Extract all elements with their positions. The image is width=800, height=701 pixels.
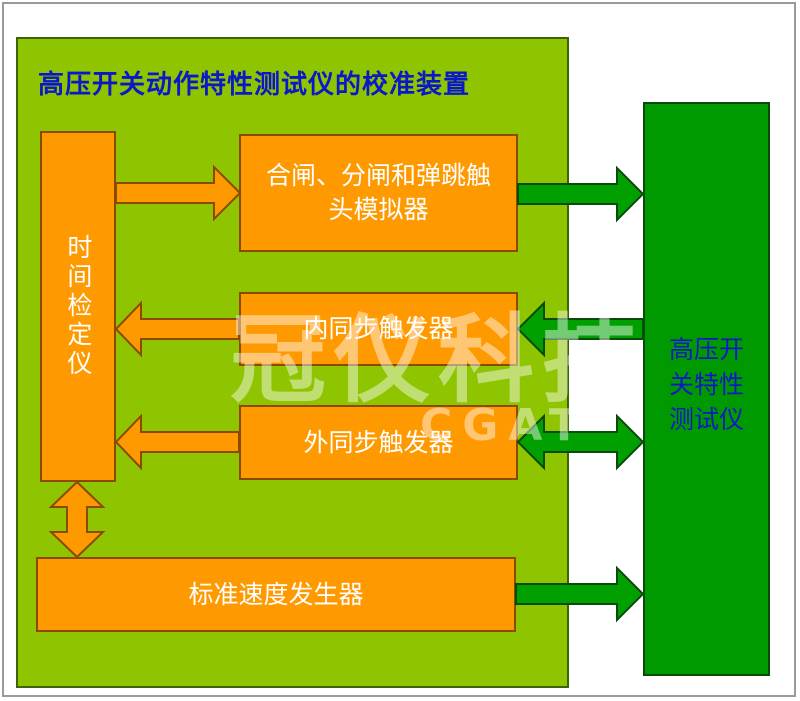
arrow-simulator-to-tester: [517, 165, 645, 223]
arrow-speed-generator-to-tester: [515, 565, 645, 623]
arrow-external-trigger-to-timer: [114, 413, 240, 471]
contact-simulator-label: 合闸、分闸和弹跳触头模拟器: [265, 161, 491, 224]
internal-trigger-block: 内同步触发器: [239, 292, 518, 366]
speed-generator-block: 标准速度发生器: [36, 557, 516, 632]
arrow-internal-trigger-to-timer: [114, 300, 240, 358]
external-trigger-label: 外同步触发器: [303, 427, 454, 457]
arrow-timer-speed-generator: [48, 480, 106, 559]
timer-block: 时间检定仪: [40, 131, 116, 482]
tester-label-line: 测试仪: [668, 405, 744, 434]
arrow-external-trigger-tester: [516, 413, 645, 471]
tester-block: [643, 102, 770, 676]
external-trigger-block: 外同步触发器: [239, 405, 518, 480]
diagram-title: 高压开关动作特性测试仪的校准装置: [38, 70, 471, 100]
tester-label: 高压开关特性测试仪: [643, 332, 770, 437]
speed-generator-label: 标准速度发生器: [188, 579, 364, 609]
internal-trigger-label: 内同步触发器: [303, 314, 454, 344]
arrow-timer-to-simulator: [115, 164, 242, 222]
arrow-tester-to-internal-trigger: [516, 300, 644, 358]
tester-label-line: 高压开: [668, 335, 744, 364]
timer-label: 时间检定仪: [63, 234, 93, 379]
tester-label-line: 关特性: [668, 370, 744, 399]
contact-simulator-block: 合闸、分闸和弹跳触头模拟器: [239, 134, 518, 252]
